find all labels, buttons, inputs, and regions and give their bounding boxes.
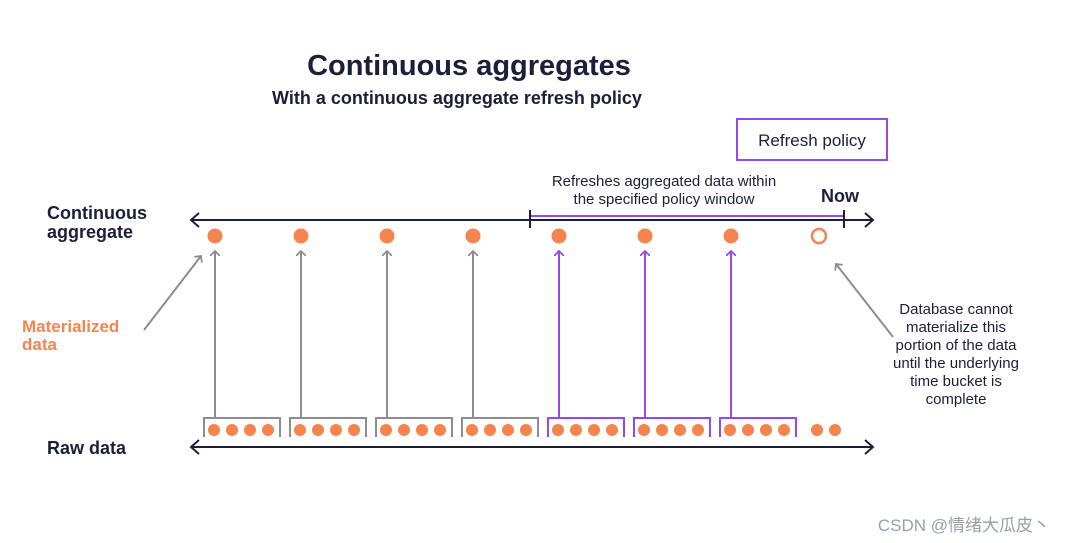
raw-data-point xyxy=(724,424,736,436)
materialized-data-label-line1: Materialized xyxy=(22,317,119,336)
raw-data-point xyxy=(742,424,754,436)
bucket-bracket xyxy=(633,417,711,437)
database-note-line: materialize this xyxy=(906,319,1006,336)
continuous-aggregate-label-line2: aggregate xyxy=(47,222,133,242)
aggregate-point xyxy=(551,228,567,244)
raw-data-point xyxy=(330,424,342,436)
raw-data-point xyxy=(294,424,306,436)
raw-data-point xyxy=(656,424,668,436)
policy-window-label-line2: the specified policy window xyxy=(574,191,755,208)
raw-data-point xyxy=(570,424,582,436)
policy-window-bracket xyxy=(529,210,845,228)
raw-data-point xyxy=(484,424,496,436)
refresh-policy-box: Refresh policy xyxy=(736,118,888,161)
raw-data-point xyxy=(416,424,428,436)
raw-data-point xyxy=(588,424,600,436)
raw-data-point xyxy=(244,424,256,436)
now-label: Now xyxy=(821,186,860,206)
raw-data-point xyxy=(312,424,324,436)
time-buckets xyxy=(203,227,841,437)
bucket-bracket xyxy=(289,417,367,437)
raw-data-label: Raw data xyxy=(47,438,127,458)
raw-data-point xyxy=(466,424,478,436)
database-note-line: until the underlying xyxy=(893,355,1019,372)
raw-data-point xyxy=(692,424,704,436)
raw-data-point xyxy=(760,424,772,436)
bucket-bracket xyxy=(719,417,797,437)
refresh-policy-label: Refresh policy xyxy=(758,131,866,150)
bucket-bracket xyxy=(203,417,281,437)
incomplete-bucket-pointer-arrow xyxy=(836,264,894,338)
materialized-pointer-arrow xyxy=(143,256,201,331)
raw-data-point xyxy=(208,424,220,436)
policy-window-label-line1: Refreshes aggregated data within xyxy=(552,173,776,190)
database-note-line: complete xyxy=(926,391,987,408)
raw-data-point xyxy=(348,424,360,436)
watermark: CSDN @情绪大瓜皮丶 xyxy=(878,516,1050,535)
aggregate-point xyxy=(637,228,653,244)
raw-data-point xyxy=(606,424,618,436)
aggregate-point xyxy=(293,228,309,244)
materialized-data-label-line2: data xyxy=(22,335,58,354)
continuous-aggregate-label-line1: Continuous xyxy=(47,203,147,223)
raw-data-point xyxy=(380,424,392,436)
diagram-title: Continuous aggregates xyxy=(307,50,631,82)
raw-data-point xyxy=(674,424,686,436)
bucket-bracket xyxy=(461,417,539,437)
aggregate-point xyxy=(723,228,739,244)
aggregate-point xyxy=(207,228,223,244)
diagram-subtitle: With a continuous aggregate refresh poli… xyxy=(272,88,642,108)
database-note-line: Database cannot xyxy=(899,301,1013,318)
raw-data-timeline xyxy=(189,439,875,455)
bucket-bracket xyxy=(547,417,625,437)
raw-data-point xyxy=(502,424,514,436)
raw-data-point xyxy=(226,424,238,436)
raw-data-point xyxy=(811,424,823,436)
bucket-bracket xyxy=(375,417,453,437)
raw-data-point xyxy=(778,424,790,436)
database-note: Database cannot materialize this portion… xyxy=(893,301,1019,408)
raw-data-point xyxy=(262,424,274,436)
aggregate-point xyxy=(379,228,395,244)
raw-data-point xyxy=(552,424,564,436)
raw-data-point xyxy=(829,424,841,436)
raw-data-point xyxy=(398,424,410,436)
aggregate-point xyxy=(465,228,481,244)
raw-data-point xyxy=(638,424,650,436)
raw-data-point xyxy=(434,424,446,436)
database-note-line: time bucket is xyxy=(910,373,1002,390)
raw-data-point xyxy=(520,424,532,436)
continuous-aggregate-timeline xyxy=(189,212,875,228)
database-note-line: portion of the data xyxy=(896,337,1018,354)
unmaterialized-aggregate-point xyxy=(810,227,828,245)
